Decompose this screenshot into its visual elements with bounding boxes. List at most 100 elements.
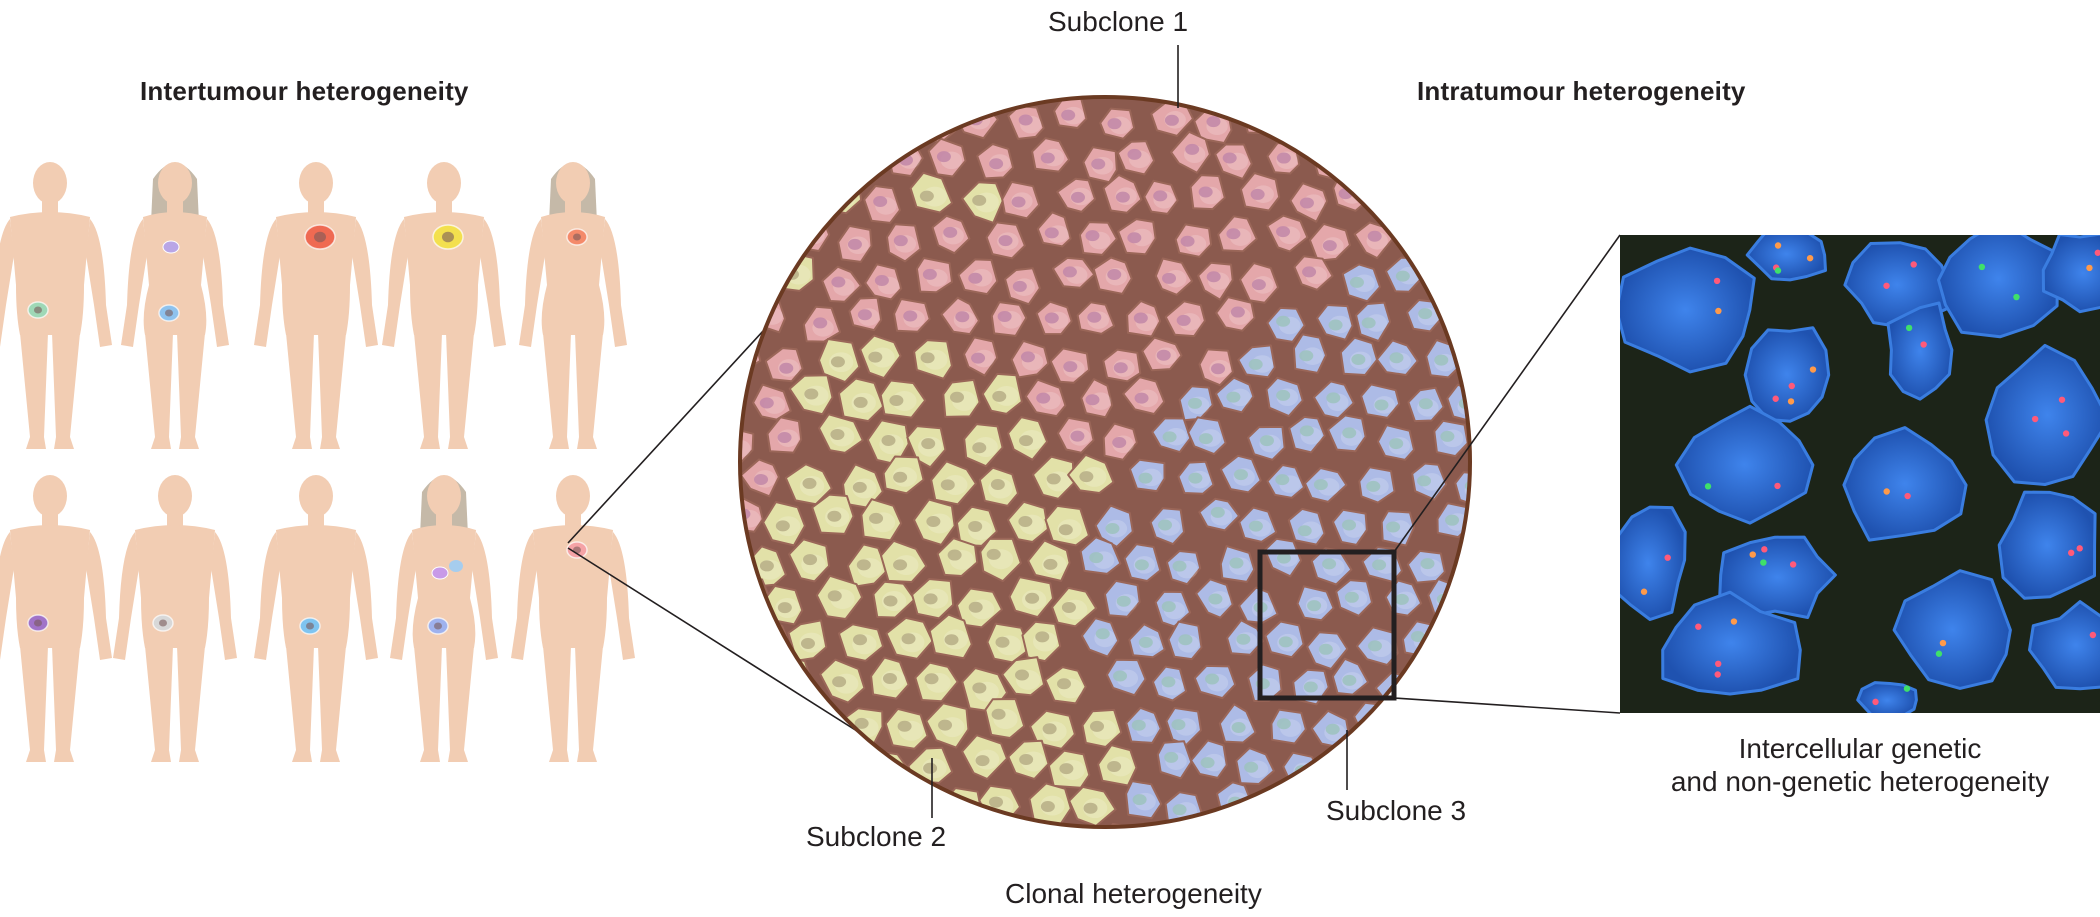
fish-signal-dot xyxy=(1883,488,1890,495)
tumour-cell xyxy=(1154,590,1192,628)
tumour-cell xyxy=(1247,663,1283,702)
nucleus xyxy=(1745,235,1827,282)
tumour-cell xyxy=(961,181,1004,224)
tumour-cell xyxy=(1238,506,1278,543)
tumour-cell xyxy=(1218,703,1257,744)
tumour-cell xyxy=(1266,142,1301,175)
tumour-cell xyxy=(802,305,842,343)
patient-figure xyxy=(254,475,378,762)
fish-signal-dot xyxy=(1713,277,1721,285)
tumour-cell xyxy=(815,574,864,620)
tumour-cell xyxy=(1103,579,1141,618)
fish-signal-dot xyxy=(1774,267,1782,274)
tumour-cell xyxy=(1198,497,1241,532)
tumour-cell xyxy=(1289,182,1329,223)
tumour-cell xyxy=(963,336,999,377)
tumour-spot xyxy=(152,614,174,632)
tumour-cell xyxy=(1123,543,1162,582)
subclone-pointers xyxy=(931,45,1348,818)
tumour-cell xyxy=(1082,146,1118,184)
tumour-cell xyxy=(1147,825,1184,827)
tumour-cell xyxy=(1126,300,1162,338)
tumour-cell xyxy=(1051,586,1098,628)
tumour-cell xyxy=(976,143,1015,180)
nucleus xyxy=(1886,301,1954,401)
tumour-cell xyxy=(1270,708,1307,745)
nucleus xyxy=(2041,235,2100,314)
tumour-cell xyxy=(837,377,885,423)
patient-figure xyxy=(121,162,229,449)
tumour-cell xyxy=(955,587,1003,629)
tumour-cell xyxy=(1331,657,1370,696)
tumour-cell xyxy=(1068,785,1117,827)
tumour-cell xyxy=(1117,218,1157,256)
fish-signal-dot xyxy=(2067,549,2075,557)
tumour-cell xyxy=(940,296,980,336)
tumour-cell xyxy=(1035,300,1073,336)
tumour-cell xyxy=(986,622,1031,664)
tumour-cell xyxy=(1031,455,1075,500)
fish-signal-dot xyxy=(1789,561,1797,568)
tumour-spot xyxy=(158,240,180,322)
tumour-cell xyxy=(872,580,916,619)
tumour-cell xyxy=(1264,620,1305,659)
tumour-cell xyxy=(990,301,1028,337)
tumour-cell xyxy=(1167,620,1203,661)
tumour-cell xyxy=(1078,56,1115,91)
tumour-cell xyxy=(1189,174,1226,211)
tumour-cell xyxy=(1266,214,1309,253)
tumour-cell xyxy=(1128,458,1166,493)
nucleus xyxy=(1743,326,1831,423)
tumour-cell xyxy=(1353,221,1394,260)
fish-signal-dot xyxy=(1978,263,1986,271)
tumour-cell xyxy=(1341,263,1381,303)
tumour-cell xyxy=(913,339,953,380)
tumour-cell xyxy=(1125,706,1162,744)
fish-signal-dot xyxy=(1788,382,1795,390)
tumour-cell xyxy=(1375,339,1419,376)
tumour-cell xyxy=(787,619,828,662)
tumour-spot xyxy=(299,617,321,635)
tumour-cell xyxy=(1433,419,1469,458)
tumour-cell xyxy=(1327,414,1367,453)
tumour-cell xyxy=(837,224,873,263)
tumour-cell xyxy=(1080,378,1114,419)
nucleus xyxy=(1856,681,1918,713)
tumour-cell xyxy=(863,185,901,224)
tumour-cell xyxy=(1380,510,1415,547)
tumour-cell xyxy=(984,698,1026,739)
tumour-cell xyxy=(837,623,885,662)
tumour-cell xyxy=(1129,57,1167,94)
fish-signal-dot xyxy=(1883,282,1890,289)
tumour-cell xyxy=(1053,97,1088,129)
tumour-cell xyxy=(1312,380,1355,420)
tumour-cell xyxy=(1247,425,1286,461)
tumour-cell xyxy=(930,460,977,506)
tumour-cell xyxy=(931,214,971,255)
fish-signal-dot xyxy=(1760,559,1767,566)
tumour-cell xyxy=(1235,747,1275,785)
tumour-cell xyxy=(1304,467,1348,503)
fish-signal-dot xyxy=(1872,698,1879,706)
tumour-cell xyxy=(1219,545,1256,583)
tumour-cell xyxy=(1336,739,1377,778)
tumour-cell xyxy=(1044,504,1090,547)
tumour-cell xyxy=(818,338,861,383)
patient-figure xyxy=(0,475,112,762)
tumour-cell xyxy=(1407,386,1445,423)
tumour-cell xyxy=(1154,257,1194,296)
tumour-spot xyxy=(566,541,588,559)
tumour-cell xyxy=(885,616,934,660)
tumour-cell xyxy=(1316,304,1354,341)
tumour-cell xyxy=(1165,550,1202,586)
tumour-cell xyxy=(1335,579,1373,617)
tumour-cell xyxy=(1021,620,1062,663)
tumour-cell xyxy=(788,374,834,416)
fish-signal-dot xyxy=(2086,264,2093,272)
patient-figure xyxy=(113,475,237,762)
tumour-cell xyxy=(1331,508,1368,546)
fish-signal-dot xyxy=(1714,671,1721,678)
fish-signal-dot xyxy=(2013,293,2020,301)
tumour-cell xyxy=(893,298,931,333)
